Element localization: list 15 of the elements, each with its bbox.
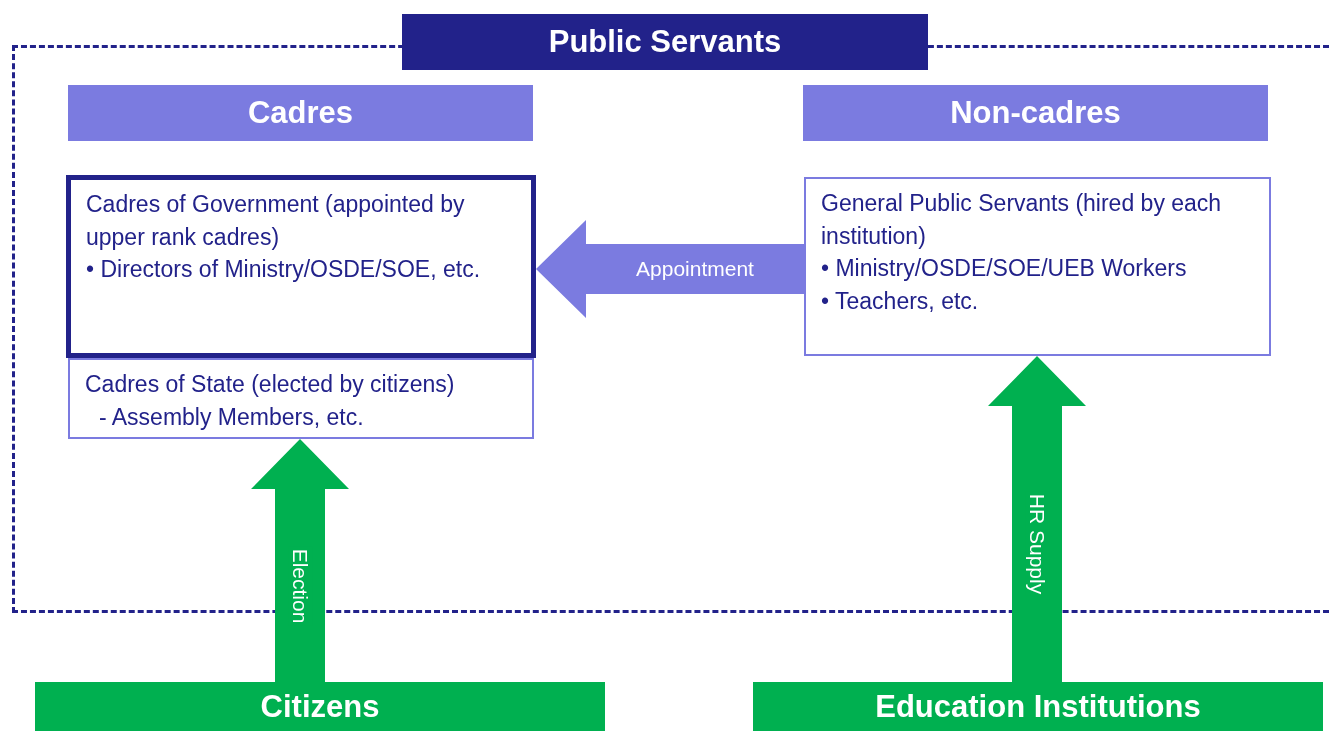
text-box — [66, 175, 536, 358]
category-header: Citizens — [35, 682, 605, 731]
category-header: Non-cadres — [803, 85, 1268, 141]
text-box — [68, 358, 534, 439]
category-header: Education Institutions — [753, 682, 1323, 731]
list-item: • Directors of Ministry/OSDE/SOE, etc. — [86, 255, 482, 285]
group-title: Public Servants — [402, 14, 928, 70]
box-heading: Cadres of Government (appointed by upper rank cadres) — [86, 190, 466, 252]
box-heading: General Public Servants (hired by each institution) — [821, 189, 1223, 251]
list-item: - Assembly Members, etc. — [98, 402, 365, 432]
box-heading: Cadres of State (elected by citizens) — [85, 370, 456, 399]
list-item: • Teachers, etc. — [821, 286, 980, 316]
category-header: Cadres — [68, 85, 533, 141]
text-box — [804, 177, 1271, 356]
list-item: • Ministry/OSDE/SOE/UEB Workers — [821, 254, 1188, 284]
